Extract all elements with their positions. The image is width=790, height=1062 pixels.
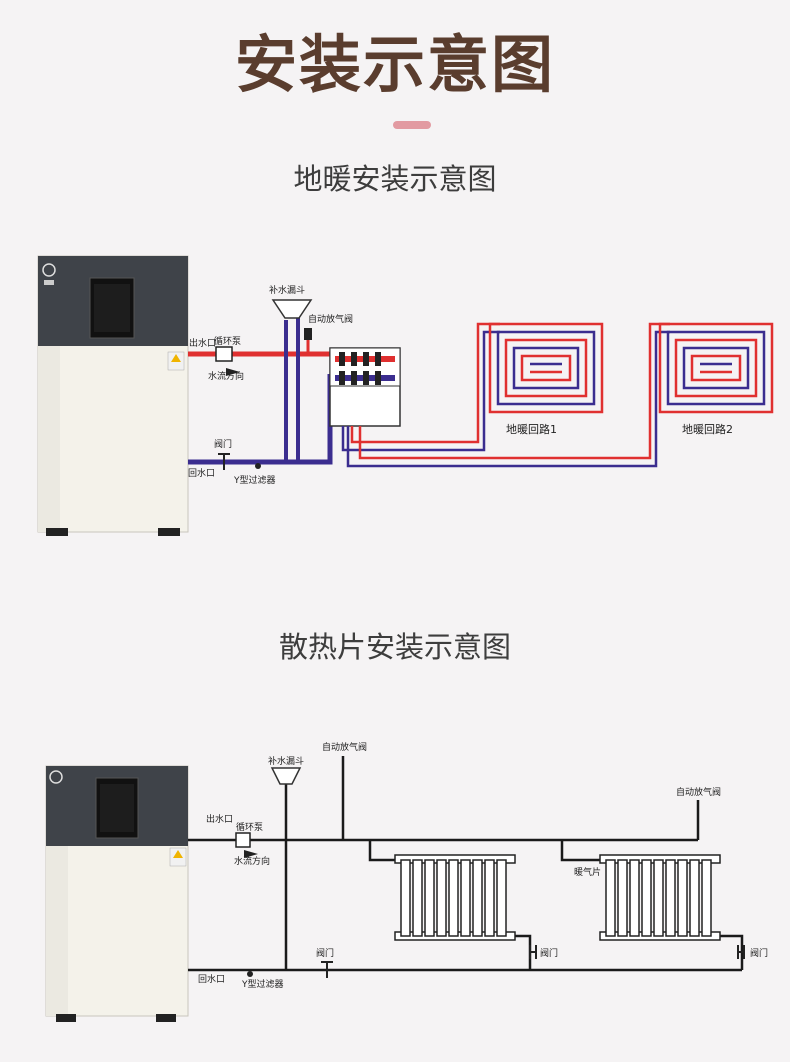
radiator-valve-1-icon bbox=[529, 945, 537, 959]
return-valve-icon bbox=[218, 453, 230, 470]
radiator-label: 暖气片 bbox=[574, 866, 601, 878]
loop-1-label: 地暖回路1 bbox=[506, 423, 557, 436]
floor-heating-diagram: 补水漏斗 自动放气阀 循环泵 水流方向 出水口 阀门 回水口 Y型过滤器 bbox=[37, 255, 774, 536]
supply-pipes bbox=[188, 339, 330, 357]
flow-direction-label: 水流方向 bbox=[208, 370, 244, 382]
supply-pipes bbox=[188, 756, 700, 862]
water-return-label: 回水口 bbox=[188, 467, 215, 479]
valve-label: 阀门 bbox=[214, 438, 232, 450]
auto-vent-valve-label: 自动放气阀 bbox=[308, 313, 353, 325]
floor-loop-2 bbox=[658, 322, 774, 414]
circulation-pump-icon bbox=[215, 346, 233, 362]
y-filter-label: Y型过滤器 bbox=[233, 474, 276, 486]
auto-vent-valve-icon bbox=[304, 328, 312, 340]
valve-left-label: 阀门 bbox=[316, 947, 334, 959]
auto-vent-valve-top-label: 自动放气阀 bbox=[322, 741, 367, 753]
boiler-unit bbox=[37, 255, 189, 536]
brand-logo-icon bbox=[42, 263, 56, 277]
page-title: 安装示意图 bbox=[234, 28, 555, 101]
radiator-section-title: 散热片安装示意图 bbox=[278, 630, 511, 664]
title-accent-bar bbox=[393, 121, 431, 129]
radiator-valve-2-icon bbox=[737, 945, 745, 959]
radiator-panel-2 bbox=[599, 854, 721, 941]
auto-vent-valve-right-label: 自动放气阀 bbox=[676, 786, 721, 798]
y-filter-icon bbox=[255, 463, 261, 469]
refill-funnel-label: 补水漏斗 bbox=[268, 755, 304, 767]
loop-2-label: 地暖回路2 bbox=[682, 423, 733, 436]
valve-2-label: 阀门 bbox=[750, 947, 768, 959]
floor-loop-1 bbox=[488, 322, 604, 414]
refill-funnel bbox=[270, 767, 302, 785]
floor-heating-section-title: 地暖安装示意图 bbox=[293, 162, 497, 196]
refill-funnel-label: 补水漏斗 bbox=[269, 284, 305, 296]
circulation-pump-label: 循环泵 bbox=[214, 335, 241, 347]
refill-funnel bbox=[271, 299, 313, 319]
valve-1-label: 阀门 bbox=[540, 947, 558, 959]
radiator-diagram: 补水漏斗 自动放气阀 自动放气阀 出水口 循环泵 水流方向 暖气片 bbox=[45, 741, 768, 1022]
return-valve-icon bbox=[321, 961, 333, 978]
water-outlet-label: 出水口 bbox=[206, 813, 233, 825]
water-outlet-label: 出水口 bbox=[189, 337, 216, 349]
circulation-pump-label: 循环泵 bbox=[236, 821, 263, 833]
circulation-pump-icon bbox=[235, 832, 251, 848]
y-filter-icon bbox=[247, 971, 253, 977]
flow-arrow-icon bbox=[226, 368, 240, 376]
flow-arrow-icon bbox=[244, 850, 258, 858]
y-filter-label: Y型过滤器 bbox=[241, 978, 284, 990]
brand-logo-icon bbox=[49, 770, 63, 784]
radiator-panel-1 bbox=[394, 854, 516, 941]
water-return-label: 回水口 bbox=[198, 973, 225, 985]
return-pipes bbox=[188, 784, 744, 972]
boiler-unit bbox=[45, 765, 189, 1022]
manifold bbox=[329, 347, 401, 427]
flow-direction-label: 水流方向 bbox=[234, 855, 270, 867]
